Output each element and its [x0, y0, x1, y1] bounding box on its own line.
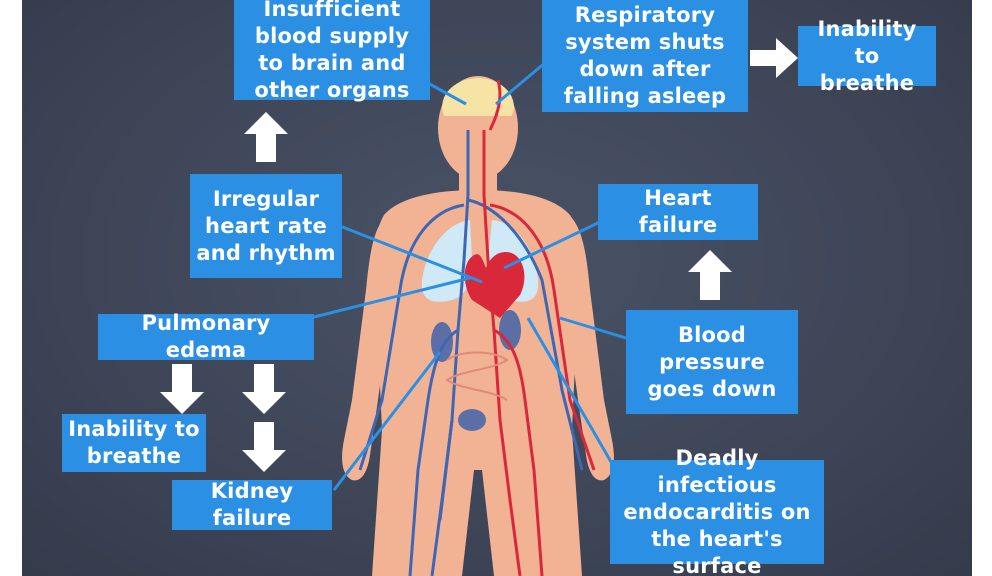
label-irregular-heart-rate: Irregular heart rate and rhythm: [196, 186, 336, 265]
box-insufficient-blood-supply: Insufficient blood supply to brain and o…: [234, 0, 430, 102]
connector-lines: [309, 60, 627, 491]
label-heart-failure: Heart failure: [638, 186, 718, 237]
label-respiratory-shutdown: Respiratory system shuts down after fall…: [563, 3, 727, 108]
box-pulmonary-edema: Pulmonary edema: [98, 311, 314, 362]
arrow-right-icon: [750, 38, 798, 78]
arrow-up-icon: [688, 250, 732, 300]
label-blood-pressure-down: Blood pressure goes down: [647, 322, 777, 401]
arrow-down-icon: [242, 422, 286, 472]
box-heart-failure: Heart failure: [598, 184, 758, 240]
human-body-illustration: [309, 60, 627, 576]
label-insufficient-blood-supply: Insufficient blood supply to brain and o…: [254, 0, 410, 102]
label-pulmonary-edema: Pulmonary edema: [141, 311, 271, 362]
brain-shape: [442, 78, 514, 116]
box-inability-to-breathe-left: Inability to breathe: [62, 414, 206, 472]
veins: [358, 130, 584, 576]
body-silhouette: [342, 76, 614, 576]
label-infectious-endocarditis: Deadly infectious endocarditis on the he…: [623, 445, 811, 576]
box-irregular-heart-rate: Irregular heart rate and rhythm: [190, 174, 342, 278]
box-infectious-endocarditis: Deadly infectious endocarditis on the he…: [610, 446, 824, 576]
diagram-stage: Insufficient blood supply to brain and o…: [22, 0, 972, 576]
box-respiratory-shutdown: Respiratory system shuts down after fall…: [542, 0, 748, 112]
box-inability-to-breathe-top: Inability to breathe: [798, 17, 936, 95]
arrow-down-icon: [160, 364, 204, 414]
box-kidney-failure: Kidney failure: [172, 479, 332, 530]
arrow-down-icon: [242, 364, 286, 414]
label-inability-to-breathe-left: Inability to breathe: [68, 417, 200, 468]
arrow-up-icon: [244, 112, 288, 162]
intestines: [445, 351, 509, 401]
label-inability-to-breathe-top: Inability to breathe: [817, 16, 917, 95]
label-kidney-failure: Kidney failure: [210, 479, 294, 530]
heart-shape: [464, 252, 525, 318]
box-blood-pressure-down: Blood pressure goes down: [626, 310, 798, 414]
